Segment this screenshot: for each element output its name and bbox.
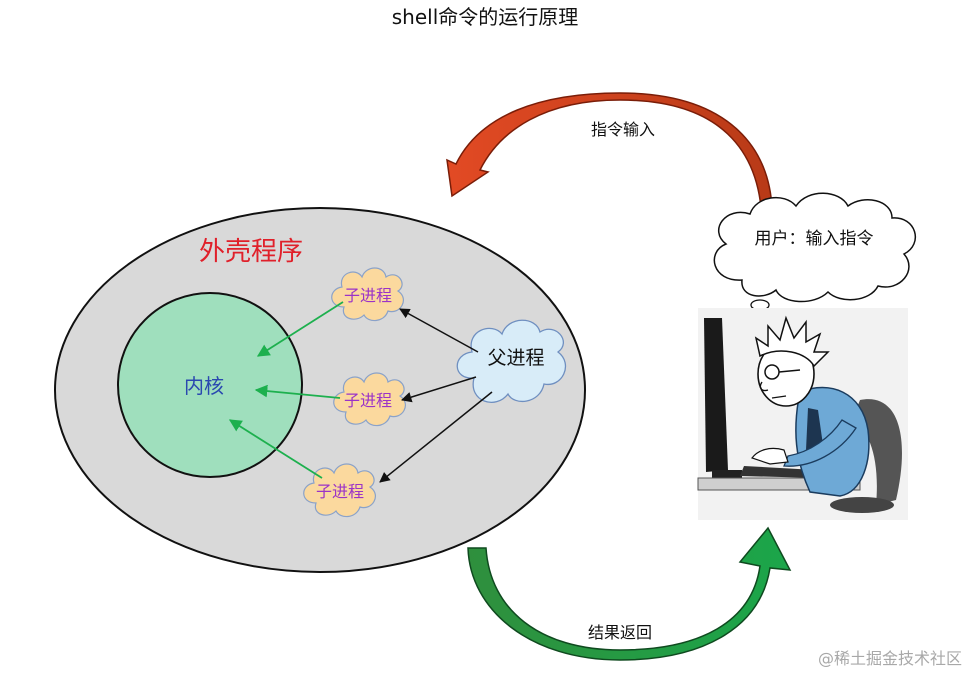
instruction-input-arrow: 指令输入 — [446, 92, 773, 223]
instruction-input-label: 指令输入 — [591, 120, 655, 139]
diagram-title: shell命令的运行原理 — [392, 5, 579, 29]
child-3-to-kernel-arrow — [228, 419, 323, 479]
child-process-1: 子进程 — [331, 267, 404, 322]
result-return-arrow: 结果返回 — [467, 526, 792, 661]
child-process-3-label: 子进程 — [316, 482, 364, 501]
shell-label: 外壳程序 — [199, 237, 303, 267]
child-process-2: 子进程 — [333, 372, 406, 427]
parent-process-label: 父进程 — [487, 347, 544, 369]
user-at-computer-illustration — [697, 308, 908, 520]
user-thought-cloud: 用户：输入指令 — [713, 192, 916, 321]
kernel-label: 内核 — [184, 374, 224, 398]
parent-to-child-1-arrow — [399, 308, 479, 353]
parent-to-child-2-arrow — [400, 376, 477, 403]
parent-to-child-3-arrow — [379, 391, 493, 483]
result-return-label: 结果返回 — [588, 623, 652, 642]
child-2-to-kernel-arrow — [254, 384, 341, 399]
child-1-to-kernel-arrow — [256, 301, 344, 357]
child-process-2-label: 子进程 — [344, 391, 392, 410]
child-process-1-label: 子进程 — [344, 286, 392, 305]
user-thought-label: 用户：输入指令 — [755, 229, 874, 249]
watermark: @稀土掘金技术社区 — [818, 649, 962, 668]
kernel-circle — [117, 292, 303, 478]
parent-process: 父进程 — [456, 319, 567, 403]
